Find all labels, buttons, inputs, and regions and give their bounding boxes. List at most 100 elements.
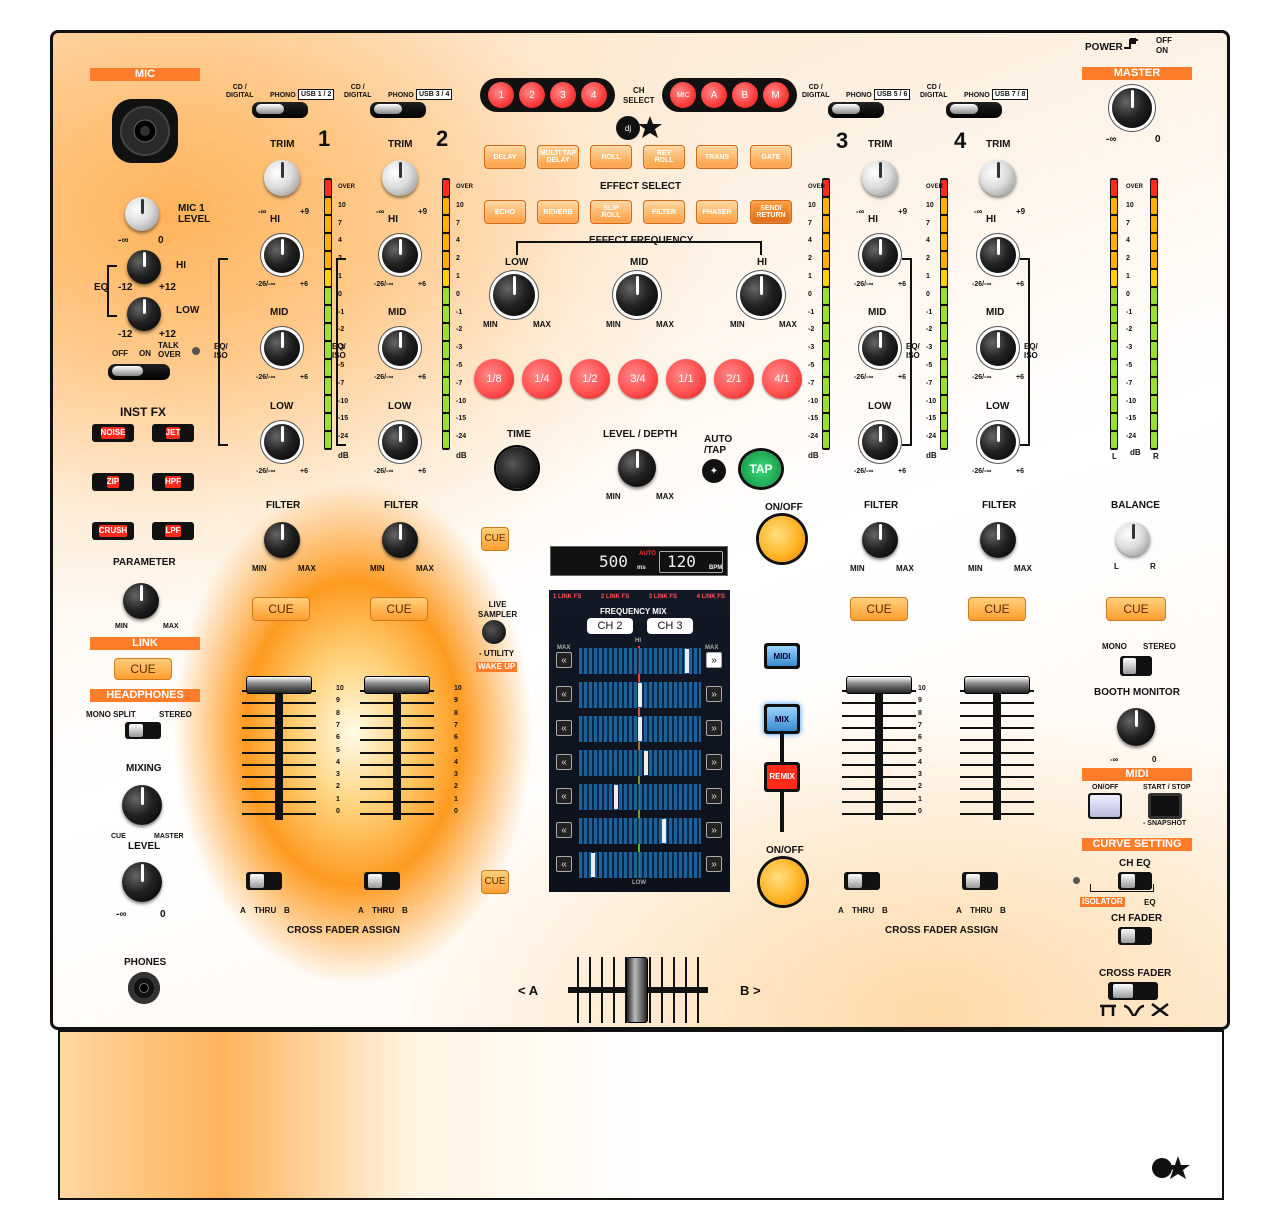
freq-band-handle[interactable] xyxy=(643,751,648,775)
link-fs-4[interactable]: 4 LINK FS xyxy=(696,594,725,600)
ch4-low-knob[interactable] xyxy=(980,424,1016,460)
ch1-hi-knob[interactable] xyxy=(264,237,300,273)
ch4-crossfader-assign-switch[interactable] xyxy=(962,872,998,890)
fx-hi-knob[interactable] xyxy=(740,274,782,316)
mic-hi-knob[interactable] xyxy=(127,250,161,284)
ch4-filter-knob[interactable] xyxy=(980,522,1016,558)
mic-input-jack[interactable] xyxy=(110,95,180,167)
booth-mono-stereo-switch[interactable] xyxy=(1120,656,1152,676)
ch3-fader-handle[interactable] xyxy=(846,676,912,694)
ch2-hi-knob[interactable] xyxy=(382,237,418,273)
beat-1-1-button[interactable]: 1/1 xyxy=(666,359,706,399)
beat-1-8-button[interactable]: 1/8 xyxy=(474,359,514,399)
ch-select-a-button[interactable]: A xyxy=(701,82,728,108)
fx-multi-tap-delay-button[interactable]: MULTI TAP DELAY xyxy=(537,145,579,169)
ch3-low-knob[interactable] xyxy=(862,424,898,460)
link-cue-button[interactable]: CUE xyxy=(114,658,172,680)
ch3-hi-knob[interactable] xyxy=(862,237,898,273)
ch1-fader-handle[interactable] xyxy=(246,676,312,694)
ch1-crossfader-assign-switch[interactable] xyxy=(246,872,282,890)
fx-send-return-button[interactable]: SEND/ RETURN xyxy=(750,200,792,224)
link-fs-2[interactable]: 2 LINK FS xyxy=(600,594,630,600)
master-cue-button[interactable]: CUE xyxy=(1106,597,1166,621)
freq-band-handle[interactable] xyxy=(638,717,642,741)
live-sampler-button[interactable] xyxy=(482,620,506,644)
freq-left-arrow-icon[interactable]: « xyxy=(556,686,572,702)
ch-select-2-button[interactable]: 2 xyxy=(519,82,546,108)
mono-split-stereo-switch[interactable] xyxy=(125,722,161,739)
balance-knob[interactable] xyxy=(1116,522,1150,556)
phones-jack[interactable] xyxy=(128,972,160,1004)
freq-right-arrow-icon[interactable]: » xyxy=(706,720,722,736)
freq-band-handle[interactable] xyxy=(685,649,690,673)
freq-left-arrow-icon[interactable]: « xyxy=(556,652,572,668)
fx-phaser-button[interactable]: PHASER xyxy=(696,200,738,224)
mic-low-knob[interactable] xyxy=(127,297,161,331)
ch4-cue-button[interactable]: CUE xyxy=(968,597,1026,621)
freq-left-arrow-icon[interactable]: « xyxy=(556,822,572,838)
ch2-mid-knob[interactable] xyxy=(382,330,418,366)
master-level-knob[interactable] xyxy=(1112,88,1152,128)
inst-fx-hpf-button[interactable]: HPF xyxy=(152,473,194,491)
freq-right-arrow-icon[interactable]: » xyxy=(706,686,722,702)
ch1-trim-knob[interactable] xyxy=(264,160,300,196)
fx-mid-knob[interactable] xyxy=(616,274,658,316)
mic-1-level-knob[interactable] xyxy=(125,197,159,231)
fx-gate-button[interactable]: GATE xyxy=(750,145,792,169)
ch3-cue-button[interactable]: CUE xyxy=(850,597,908,621)
ch2-input-select-switch[interactable] xyxy=(370,102,426,118)
booth-monitor-knob[interactable] xyxy=(1117,708,1155,746)
ch-select-4-button[interactable]: 4 xyxy=(580,82,607,108)
ch-fader-curve-switch[interactable] xyxy=(1118,927,1152,945)
freq-left-arrow-icon[interactable]: « xyxy=(556,856,572,872)
midi-on-off-button[interactable] xyxy=(1088,793,1122,819)
beat-4-1-button[interactable]: 4/1 xyxy=(762,359,802,399)
beat-2-1-button[interactable]: 2/1 xyxy=(714,359,754,399)
fx-delay-button[interactable]: DELAY xyxy=(484,145,526,169)
mic-on-off-talkover-switch[interactable] xyxy=(108,364,170,380)
crossfader-handle[interactable] xyxy=(626,957,648,1023)
parameter-knob[interactable] xyxy=(123,583,159,619)
ch4-fader-handle[interactable] xyxy=(964,676,1030,694)
inst-fx-lpf-button[interactable]: LPF xyxy=(152,522,194,540)
fx-echo-button[interactable]: ECHO xyxy=(484,200,526,224)
freq-left-arrow-icon[interactable]: « xyxy=(556,788,572,804)
ch2-fader-handle[interactable] xyxy=(364,676,430,694)
ch1-filter-knob[interactable] xyxy=(264,522,300,558)
level-depth-knob[interactable] xyxy=(618,449,656,487)
ch2-cue-button[interactable]: CUE xyxy=(370,597,428,621)
ch3-crossfader-assign-switch[interactable] xyxy=(844,872,880,890)
ch2-filter-knob[interactable] xyxy=(382,522,418,558)
auto-tap-button[interactable]: ✦ xyxy=(702,459,726,483)
tap-button[interactable]: TAP xyxy=(741,451,781,487)
fx-low-knob[interactable] xyxy=(493,274,535,316)
ch1-cue-button[interactable]: CUE xyxy=(252,597,310,621)
freq-ch-a-tab[interactable]: CH 2 xyxy=(587,618,633,634)
fx-cue-button[interactable]: CUE xyxy=(481,527,509,551)
fx-reverb-button[interactable]: REVERB xyxy=(537,200,579,224)
ch3-filter-knob[interactable] xyxy=(862,522,898,558)
cross-fader-curve-switch[interactable] xyxy=(1108,982,1158,1000)
ch4-mid-knob[interactable] xyxy=(980,330,1016,366)
remix-mode-button[interactable]: REMIX xyxy=(764,762,800,792)
ch4-trim-knob[interactable] xyxy=(980,160,1016,196)
mix-mode-button[interactable]: MIX xyxy=(764,704,800,734)
freq-band-handle[interactable] xyxy=(661,819,666,843)
time-encoder[interactable] xyxy=(496,447,538,489)
ch4-hi-knob[interactable] xyxy=(980,237,1016,273)
freq-right-arrow-icon[interactable]: » xyxy=(706,856,722,872)
power-switch[interactable] xyxy=(1122,36,1140,54)
ch3-trim-knob[interactable] xyxy=(862,160,898,196)
fx-rev-roll-button[interactable]: REV ROLL xyxy=(643,145,685,169)
beat-1-4-button[interactable]: 1/4 xyxy=(522,359,562,399)
ch2-low-knob[interactable] xyxy=(382,424,418,460)
ch-select-3-button[interactable]: 3 xyxy=(549,82,576,108)
link-fs-1[interactable]: 1 LINK FS xyxy=(553,594,582,600)
freq-ch-b-tab[interactable]: CH 3 xyxy=(647,618,693,634)
midi-start-stop-button[interactable] xyxy=(1148,793,1182,819)
ch4-input-select-switch[interactable] xyxy=(946,102,1002,118)
beat-3-4-button[interactable]: 3/4 xyxy=(618,359,658,399)
ch1-input-select-switch[interactable] xyxy=(252,102,308,118)
ch-select-m-button[interactable]: M xyxy=(762,82,789,108)
link-fs-3[interactable]: 3 LINK FS xyxy=(648,594,678,600)
